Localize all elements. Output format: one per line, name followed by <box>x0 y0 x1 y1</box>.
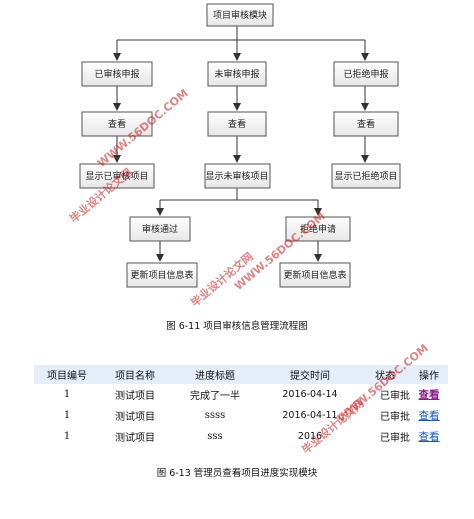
cell-action: 查看 <box>410 405 448 426</box>
view-link[interactable]: 查看 <box>418 431 440 443</box>
node-view-left <box>81 111 153 137</box>
cell-project-name: 测试项目 <box>115 433 155 444</box>
node-reject-label: 拒绝申请 <box>300 223 336 235</box>
node-view-right <box>333 111 399 137</box>
table-header-row: 项目编号 项目名称 进度标题 提交时间 状态 操作 <box>34 365 448 384</box>
node-update-left <box>126 262 198 288</box>
cell-progress-title: 完成了一半 <box>190 391 240 402</box>
column-header: 项目名称 <box>100 365 170 384</box>
cell-status: 已审批 <box>380 433 410 444</box>
cell-project-name: 测试项目 <box>115 412 155 423</box>
node-unreviewed-report <box>207 61 267 87</box>
node-update-right <box>279 262 351 288</box>
cell-submit-time: 2016-04-14 <box>282 389 338 400</box>
node-show-rejected-label: 显示已拒绝项目 <box>334 170 397 182</box>
cell-submit-time: 2016-04-11 <box>282 410 338 421</box>
table-row: 1 测试项目 sss 2016 已审批 查看 <box>34 426 448 447</box>
cell-project-name: 测试项目 <box>115 391 155 402</box>
node-view-mid <box>207 111 267 137</box>
node-reject <box>285 216 351 242</box>
figure-caption-table: 图 6-13 管理员查看项目进度实现模块 <box>156 468 318 479</box>
node-approved-report-label: 已审核申报 <box>94 68 139 80</box>
node-approve-label: 审核通过 <box>142 223 178 235</box>
node-show-approved-label: 显示已审核项目 <box>85 170 148 182</box>
node-show-unreviewed-label: 显示未审核项目 <box>205 170 268 182</box>
figure-caption-flowchart: 图 6-11 项目审核信息管理流程图 <box>166 321 308 332</box>
cell-project-id: 1 <box>63 410 71 421</box>
cell-status: 已审批 <box>380 412 410 423</box>
node-view-mid-label: 查看 <box>228 118 246 130</box>
column-header: 提交时间 <box>260 365 360 384</box>
node-approved-report <box>81 61 153 87</box>
node-show-unreviewed <box>204 163 271 189</box>
view-link[interactable]: 查看 <box>418 389 440 401</box>
node-rejected-report <box>333 61 399 87</box>
cell-action: 查看 <box>410 384 448 405</box>
node-root-label: 项目审核模块 <box>213 9 267 21</box>
table-row: 1 测试项目 ssss 2016-04-11 已审批 查看 <box>34 405 448 426</box>
node-update-right-label: 更新项目信息表 <box>283 269 346 281</box>
cell-submit-time: 2016 <box>297 431 323 442</box>
column-header: 操作 <box>410 365 448 384</box>
node-root <box>206 3 274 27</box>
node-view-left-label: 查看 <box>108 118 126 130</box>
node-update-left-label: 更新项目信息表 <box>130 269 193 281</box>
progress-table: 项目编号 项目名称 进度标题 提交时间 状态 操作 1 测试项目 完成了一半 2… <box>34 365 448 447</box>
node-show-rejected <box>331 163 401 189</box>
node-show-approved <box>79 163 155 189</box>
node-view-right-label: 查看 <box>357 118 375 130</box>
cell-project-id: 1 <box>63 431 71 442</box>
cell-action: 查看 <box>410 426 448 447</box>
column-header: 项目编号 <box>34 365 100 384</box>
node-unreviewed-report-label: 未审核申报 <box>214 68 259 80</box>
cell-progress-title: sss <box>207 431 223 442</box>
cell-project-id: 1 <box>63 389 71 400</box>
view-link[interactable]: 查看 <box>418 410 440 422</box>
cell-status: 已审批 <box>380 391 410 402</box>
cell-progress-title: ssss <box>204 410 226 421</box>
flowchart: 项目审核模块 已审核申报 未审核申报 已拒绝申报 查看 查看 查看 显示已审核项… <box>79 3 401 288</box>
table-row: 1 测试项目 完成了一半 2016-04-14 已审批 查看 <box>34 384 448 405</box>
node-rejected-report-label: 已拒绝申报 <box>343 68 388 80</box>
column-header: 状态 <box>360 365 410 384</box>
node-approve <box>129 216 191 242</box>
column-header: 进度标题 <box>170 365 260 384</box>
